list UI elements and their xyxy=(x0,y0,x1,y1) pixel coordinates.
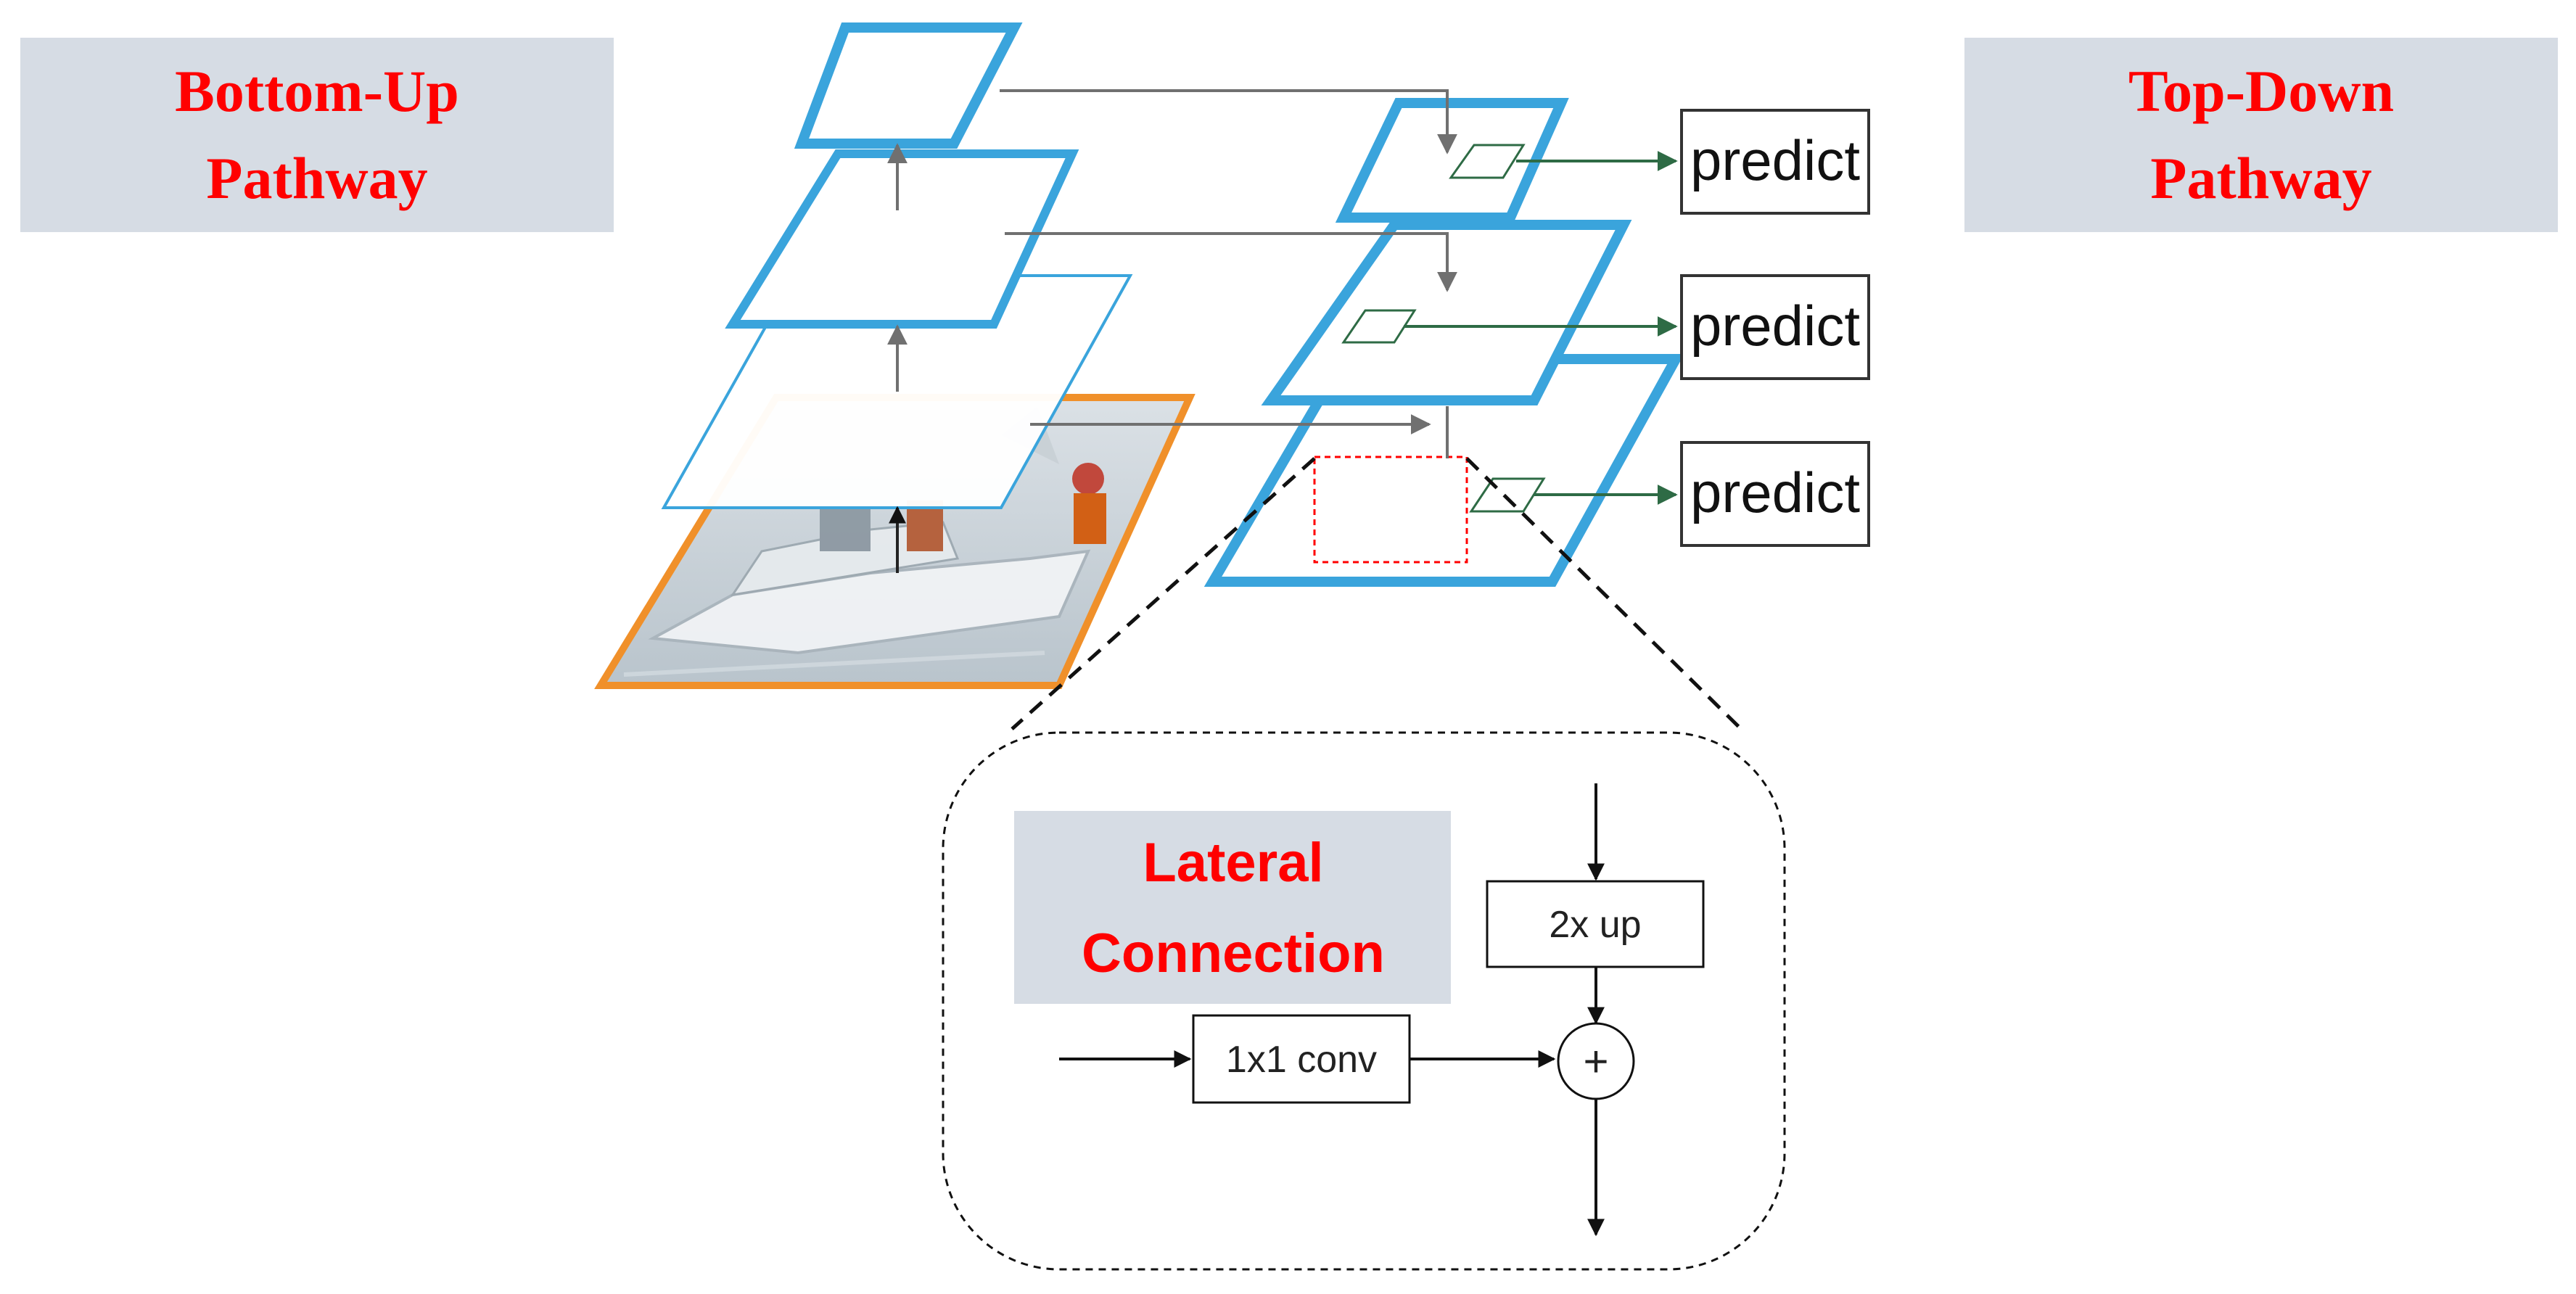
predict-label: predict xyxy=(1690,128,1860,192)
predict-box-1: predict xyxy=(1680,109,1870,215)
bottom-up-label-line1: Bottom-Up xyxy=(175,58,459,124)
zoom-lines xyxy=(1011,457,1742,730)
bottom-up-layer-3 xyxy=(725,149,1079,329)
bottom-up-label-line2: Pathway xyxy=(206,145,427,211)
anchor-box-icon xyxy=(1469,477,1546,513)
lateral-label-line1: Lateral xyxy=(1143,832,1323,894)
lateral-arrows xyxy=(1000,89,1457,458)
predict-label: predict xyxy=(1690,461,1860,524)
predict-arrows xyxy=(1404,151,1678,505)
conv-label: 1x1 conv xyxy=(1226,1039,1377,1081)
top-down-layer-middle xyxy=(1261,220,1632,405)
upsample-box: 2x up xyxy=(1486,880,1705,968)
upsample-label: 2x up xyxy=(1549,904,1641,946)
bottom-up-layer-4 xyxy=(794,22,1023,149)
conv-box: 1x1 conv xyxy=(1192,1014,1411,1104)
predict-box-3: predict xyxy=(1680,441,1870,547)
lateral-label-line2: Connection xyxy=(1082,923,1385,984)
top-down-layer-top xyxy=(1335,98,1569,223)
anchor-box-icon xyxy=(1449,144,1526,179)
top-down-label-line1: Top-Down xyxy=(2128,58,2394,124)
lateral-connection-label: Lateral Connection xyxy=(1014,811,1451,1004)
anchor-box-icon xyxy=(1341,309,1417,344)
sum-node: + xyxy=(1557,1022,1635,1100)
lateral-region-highlight xyxy=(1313,456,1468,564)
top-down-label: Top-Down Pathway xyxy=(1964,38,2558,232)
top-down-label-line2: Pathway xyxy=(2150,145,2371,211)
predict-label: predict xyxy=(1690,294,1860,358)
bottom-up-label: Bottom-Up Pathway xyxy=(20,38,614,232)
top-down-layer-bottom xyxy=(1203,354,1684,587)
plus-icon: + xyxy=(1583,1037,1608,1086)
predict-box-2: predict xyxy=(1680,274,1870,380)
